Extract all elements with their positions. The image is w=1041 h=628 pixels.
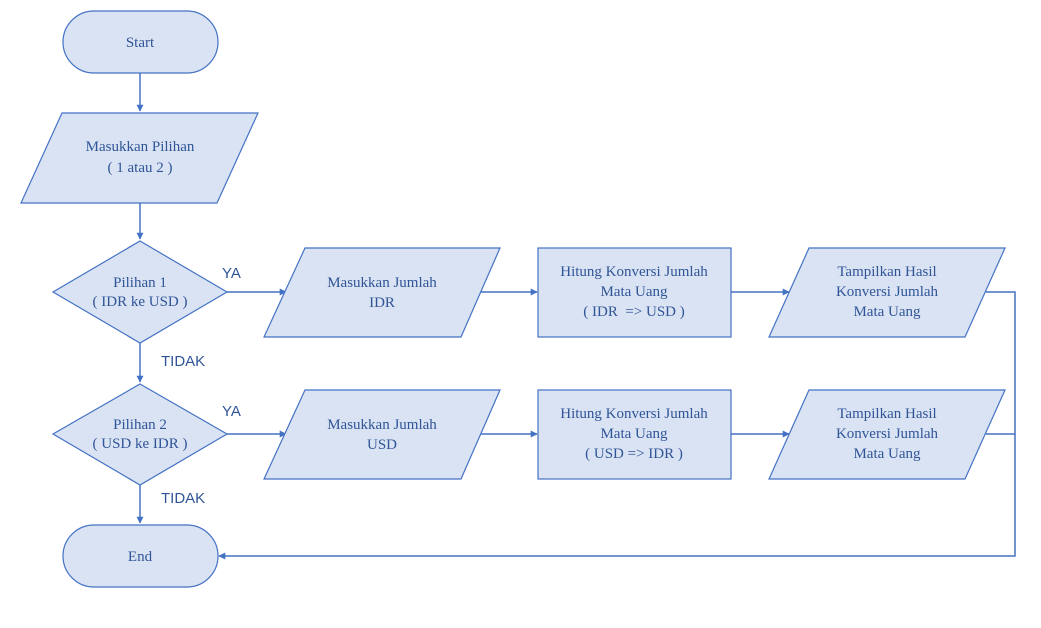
edge-label-yes-2: YA (222, 403, 241, 420)
output-1-label-line-1: Tampilkan Hasil (837, 264, 936, 280)
process-usd-idr-label-line-2: Mata Uang (600, 426, 668, 442)
start-terminator (62, 10, 219, 74)
process-idr-usd-label-line-1: Hitung Konversi Jumlah (560, 264, 708, 280)
input-choice-parallelogram (20, 112, 259, 204)
decision-1-label-line-1: Pilihan 1 (113, 275, 167, 291)
start-label: Start (126, 35, 155, 51)
end-terminator (62, 524, 219, 588)
connector-output-1-to-end (218, 291, 1016, 560)
output-2-label-line-1: Tampilkan Hasil (837, 406, 936, 422)
edge-label-no-1: TIDAK (161, 353, 205, 370)
process-usd-idr-label-line-3: ( USD => IDR ) (585, 446, 683, 462)
process-idr-usd-label-line-3: ( IDR => USD ) (583, 304, 685, 320)
input-idr-label-line-2: IDR (369, 295, 395, 311)
output-2-label-line-2: Konversi Jumlah (836, 426, 939, 442)
input-choice-label-line-2: ( 1 atau 2 ) (108, 160, 173, 176)
output-1-parallelogram (768, 247, 1006, 338)
input-idr-parallelogram (263, 247, 501, 338)
output-1-label-line-3: Mata Uang (853, 304, 921, 320)
decision-1-diamond (51, 240, 229, 344)
output-1-label-line-2: Konversi Jumlah (836, 284, 939, 300)
output-2-label-line-3: Mata Uang (853, 446, 921, 462)
process-idr-usd-label-line-2: Mata Uang (600, 284, 668, 300)
input-usd-label-line-2: USD (367, 437, 397, 453)
edge-label-no-2: TIDAK (161, 490, 205, 507)
decision-1-label-line-2: ( IDR ke USD ) (93, 294, 188, 310)
input-choice-label-line-1: Masukkan Pilihan (86, 139, 195, 155)
process-usd-idr-rect (537, 389, 732, 480)
input-usd-label-line-1: Masukkan Jumlah (327, 417, 437, 433)
input-usd-parallelogram (263, 389, 501, 480)
output-2-parallelogram (768, 389, 1006, 480)
decision-2-diamond (51, 383, 229, 486)
input-idr-label-line-1: Masukkan Jumlah (327, 275, 437, 291)
process-usd-idr-label-line-1: Hitung Konversi Jumlah (560, 406, 708, 422)
end-label: End (128, 549, 153, 565)
decision-2-label-line-1: Pilihan 2 (113, 417, 167, 433)
process-idr-usd-rect (537, 247, 732, 338)
edge-label-yes-1: YA (222, 265, 241, 282)
decision-2-label-line-2: ( USD ke IDR ) (93, 436, 188, 452)
